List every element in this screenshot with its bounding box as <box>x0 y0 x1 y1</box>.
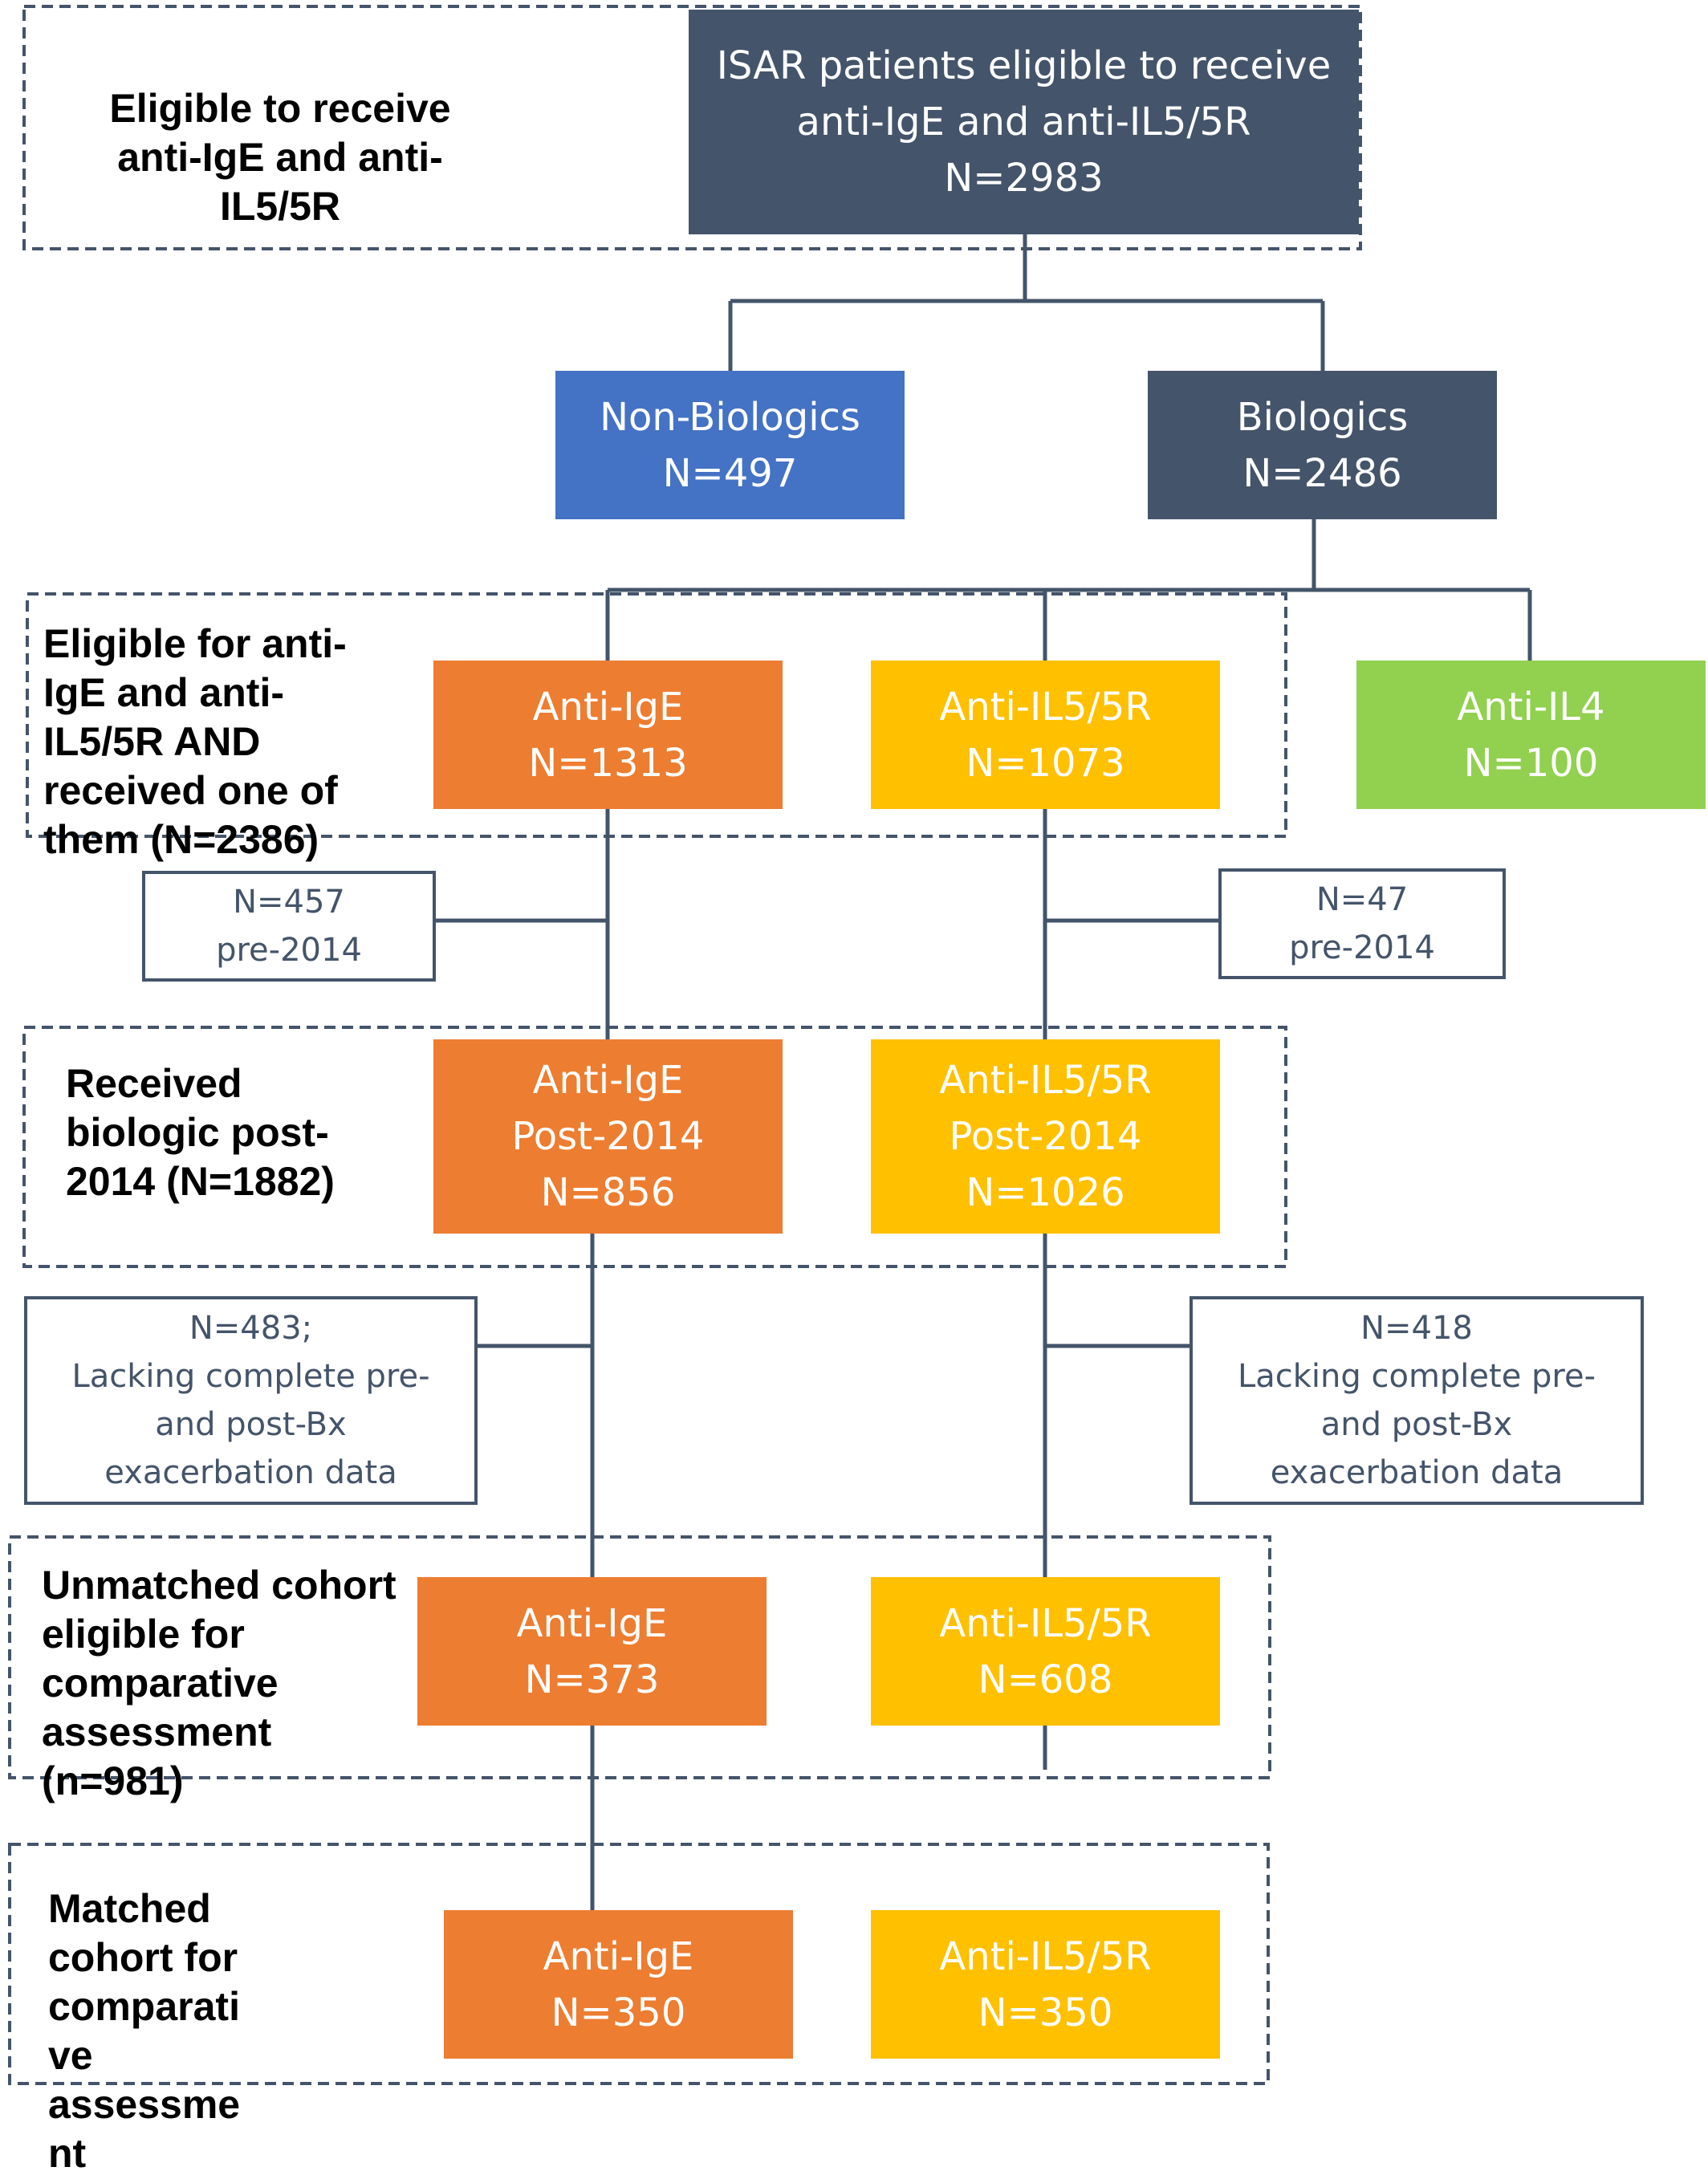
stage-label-line: 2014 (N=1882) <box>66 1159 335 1204</box>
node-line: Biologics <box>1236 394 1409 440</box>
node-line: Anti-IL5/5R <box>939 1600 1152 1646</box>
node-line: Anti-IL5/5R <box>939 684 1152 730</box>
node-line: Anti-IL5/5R <box>939 1058 1152 1103</box>
node-anti-ige: Anti-IgE N=1313 <box>433 661 783 809</box>
exclusion-il5-lacking-data: N=418 Lacking complete pre- and post-Bx … <box>1190 1296 1644 1505</box>
exclusion-line: N=483; <box>189 1310 313 1347</box>
stage-label-line: Eligible for anti- <box>43 621 347 666</box>
node-anti-ige-unmatched: Anti-IgE N=373 <box>417 1577 767 1726</box>
stage-label-line: IgE and anti- <box>43 670 284 715</box>
node-biologics: Biologics N=2486 <box>1148 371 1497 519</box>
stage-label-line: cohort for <box>48 1935 238 1980</box>
node-line: anti-IgE and anti-IL5/5R <box>796 100 1251 144</box>
stage-label-eligible: Eligible to receive anti-IgE and anti- I… <box>108 84 453 231</box>
stage-label-line: Received <box>66 1061 242 1106</box>
stage-label-line: (n=981) <box>42 1758 184 1803</box>
stage-label-line: ve <box>48 2033 93 2078</box>
node-anti-il5-matched: Anti-IL5/5R N=350 <box>871 1910 1220 2059</box>
node-anti-ige-post2014: Anti-IgE Post-2014 N=856 <box>433 1039 783 1234</box>
stage-label-line: assessme <box>48 2082 241 2127</box>
node-line: N=350 <box>551 1990 686 2035</box>
exclusion-line: exacerbation data <box>1270 1454 1564 1491</box>
stage-label-received-one: Eligible for anti- IgE and anti- IL5/5R … <box>43 620 347 864</box>
stage-frame-post2014 <box>22 1026 1287 1268</box>
flow-lines <box>436 234 1532 1910</box>
stage-label-unmatched: Unmatched cohort eligible for comparativ… <box>42 1561 396 1806</box>
stage-frame-unmatched <box>8 1535 1271 1779</box>
node-line: Anti-IgE <box>516 1600 668 1646</box>
stage-label-matched: Matched cohort for comparati ve assessme… <box>48 1884 240 2171</box>
node-line: N=373 <box>524 1657 660 1702</box>
stage-label-line: comparati <box>48 1984 240 2029</box>
node-line: Non-Biologics <box>600 394 860 440</box>
node-line: ISAR patients eligible to receive <box>716 43 1332 88</box>
node-line: N=856 <box>540 1170 676 1215</box>
stage-label-line: them (N=2386) <box>43 817 319 862</box>
exclusion-line: Lacking complete pre- <box>71 1358 430 1395</box>
stage-label-line: IL5/5R <box>219 184 341 229</box>
stage-label-line: eligible for <box>42 1612 245 1657</box>
exclusion-line: N=418 <box>1360 1310 1473 1347</box>
node-line: N=497 <box>662 450 798 496</box>
node-line: N=100 <box>1463 740 1599 786</box>
node-line: Anti-IL4 <box>1457 684 1605 730</box>
node-line: N=2486 <box>1242 450 1402 496</box>
stage-label-line: assessment <box>42 1710 272 1754</box>
node-line: Anti-IgE <box>532 1058 684 1103</box>
node-line: N=1073 <box>966 740 1125 786</box>
exclusion-line: and post-Bx <box>155 1406 347 1443</box>
stage-label-line: Unmatched cohort <box>42 1563 396 1608</box>
node-line: Post-2014 <box>511 1114 705 1159</box>
node-line: N=608 <box>978 1657 1113 1702</box>
exclusion-line: N=47 <box>1316 881 1409 918</box>
node-isar-eligible: ISAR patients eligible to receive anti-I… <box>689 10 1359 234</box>
node-anti-il4: Anti-IL4 N=100 <box>1356 661 1706 809</box>
node-non-biologics: Non-Biologics N=497 <box>555 371 905 519</box>
node-anti-ige-matched: Anti-IgE N=350 <box>444 1910 793 2059</box>
stage-label-post2014: Received biologic post- 2014 (N=1882) <box>66 1059 335 1206</box>
node-anti-il5-unmatched: Anti-IL5/5R N=608 <box>871 1577 1220 1726</box>
node-anti-il5: Anti-IL5/5R N=1073 <box>871 661 1220 809</box>
exclusion-line: Lacking complete pre- <box>1237 1358 1596 1395</box>
node-line: N=2983 <box>944 156 1104 201</box>
node-line: Anti-IgE <box>532 684 684 730</box>
node-line: Post-2014 <box>949 1114 1142 1159</box>
node-line: Anti-IgE <box>543 1933 694 1979</box>
node-line: N=350 <box>978 1990 1113 2035</box>
stage-frame-matched <box>8 1843 1270 2085</box>
exclusion-line: pre-2014 <box>216 932 362 969</box>
stage-frame-received-one <box>26 592 1287 838</box>
stage-frames <box>8 5 1362 2085</box>
stage-label-line: Matched <box>48 1886 211 1931</box>
node-line: N=1313 <box>528 740 688 786</box>
exclusion-ige-pre2014: N=457 pre-2014 <box>142 871 436 982</box>
node-anti-il5-post2014: Anti-IL5/5R Post-2014 N=1026 <box>871 1039 1220 1234</box>
stage-label-line: comparative <box>42 1661 279 1705</box>
stage-label-line: IL5/5R AND <box>43 719 261 764</box>
exclusion-il5-pre2014: N=47 pre-2014 <box>1218 868 1506 979</box>
stage-frame-eligible <box>22 5 1362 250</box>
node-line: Anti-IL5/5R <box>939 1933 1152 1979</box>
exclusion-line: and post-Bx <box>1320 1406 1513 1443</box>
exclusion-line: exacerbation data <box>104 1454 397 1491</box>
exclusion-line: pre-2014 <box>1289 929 1435 966</box>
stage-label-line: Eligible to receive <box>109 86 451 131</box>
stage-label-line: received one of <box>43 768 338 813</box>
node-line: N=1026 <box>966 1170 1125 1215</box>
stage-label-line: nt <box>48 2131 87 2171</box>
exclusion-line: N=457 <box>233 884 345 921</box>
stage-label-line: biologic post- <box>66 1110 329 1155</box>
stage-label-line: anti-IgE and anti- <box>117 135 443 180</box>
exclusion-ige-lacking-data: N=483; Lacking complete pre- and post-Bx… <box>24 1296 478 1505</box>
